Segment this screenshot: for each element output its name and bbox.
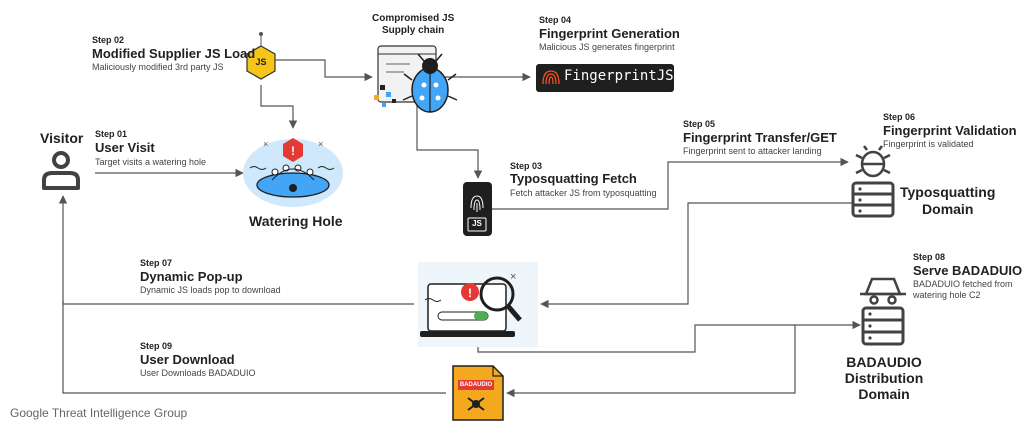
step01-title: User Visit <box>95 140 155 155</box>
svg-text:×: × <box>318 139 323 149</box>
step06-title: Fingerprint Validation <box>883 123 1017 138</box>
js-badge-text: JS <box>255 57 267 67</box>
badaudio-file-icon <box>452 365 504 421</box>
badaudio-server-icon <box>861 306 905 346</box>
step05-desc: Fingerprint sent to attacker landing <box>683 146 822 156</box>
step06-desc: Fingerprint is validated <box>883 139 974 149</box>
fingerprintjs-logo <box>536 64 674 92</box>
step02-title: Modified Supplier JS Load <box>92 46 256 61</box>
step07-number: Step 07 <box>140 258 173 268</box>
arrow-step09 <box>62 300 446 394</box>
step08-title: Serve BADADUIO <box>913 263 1023 278</box>
step04-number: Step 04 <box>539 15 572 25</box>
badaudio-domain-label: BADAUDIO Distribution Domain <box>844 354 924 402</box>
supply-chain-label: Compromised JS Supply chain <box>372 13 455 36</box>
step02-desc: Maliciously modified 3rd party JS <box>92 62 224 72</box>
step01-desc: Target visits a watering hole <box>95 157 207 167</box>
step08-number: Step 08 <box>913 252 946 262</box>
step04-title: Fingerprint Generation <box>539 26 680 41</box>
arrow-step05 <box>492 157 849 210</box>
step08-desc: BADADUIO fetched from watering hole C2 <box>913 279 1013 300</box>
arrow-typo-to-popup <box>540 202 852 309</box>
arrow-popup-to-badaudio <box>477 320 861 353</box>
visitor-label: Visitor <box>40 130 84 146</box>
phone-fingerprint-icon <box>463 182 492 236</box>
bug-icon <box>855 145 891 178</box>
connectors <box>58 59 861 398</box>
step09-desc: User Downloads BADADUIO <box>140 368 256 378</box>
svg-text:!: ! <box>468 286 472 300</box>
watering-hole-label: Watering Hole <box>249 213 343 229</box>
arrow-step03 <box>416 120 483 179</box>
arrow-step02 <box>275 59 373 82</box>
typosquatting-domain-label: Typosquatting Domain <box>900 184 996 217</box>
js-hexagon-icon <box>246 32 276 80</box>
step07-desc: Dynamic JS loads pop to download <box>140 285 281 295</box>
svg-text:!: ! <box>291 144 295 158</box>
step09-number: Step 09 <box>140 341 173 351</box>
footer-attribution: Google Threat Intelligence Group <box>10 406 188 420</box>
svg-text:×: × <box>263 139 268 149</box>
step03-desc: Fetch attacker JS from typosquatting <box>510 188 657 198</box>
watering-hole-icon: ! × × <box>243 138 343 207</box>
phone-js-badge-text: JS <box>472 219 482 228</box>
popup-laptop-icon: ! × <box>418 262 538 347</box>
step02-number: Step 02 <box>92 35 125 45</box>
arrow-js-to-watering <box>260 85 298 129</box>
step05-title: Fingerprint Transfer/GET <box>683 130 837 145</box>
arrow-badaudio-to-file <box>506 325 796 398</box>
visitor-person-icon <box>42 151 80 190</box>
spy-icon <box>860 277 906 305</box>
step09-title: User Download <box>140 352 235 367</box>
svg-text:×: × <box>510 271 516 283</box>
fingerprintjs-logo-text: FingerprintJS <box>564 68 674 84</box>
badaudio-file-label: BADAUDIO <box>459 382 493 388</box>
step07-title: Dynamic Pop-up <box>140 269 243 284</box>
step01-number: Step 01 <box>95 129 128 139</box>
step05-number: Step 05 <box>683 119 716 129</box>
step03-title: Typosquatting Fetch <box>510 171 637 186</box>
step03-number: Step 03 <box>510 161 543 171</box>
step04-desc: Malicious JS generates fingerprint <box>539 42 675 52</box>
step06-number: Step 06 <box>883 112 916 122</box>
typosquatting-server-icon <box>851 181 895 218</box>
compromised-supply-chain-icon <box>374 45 458 113</box>
